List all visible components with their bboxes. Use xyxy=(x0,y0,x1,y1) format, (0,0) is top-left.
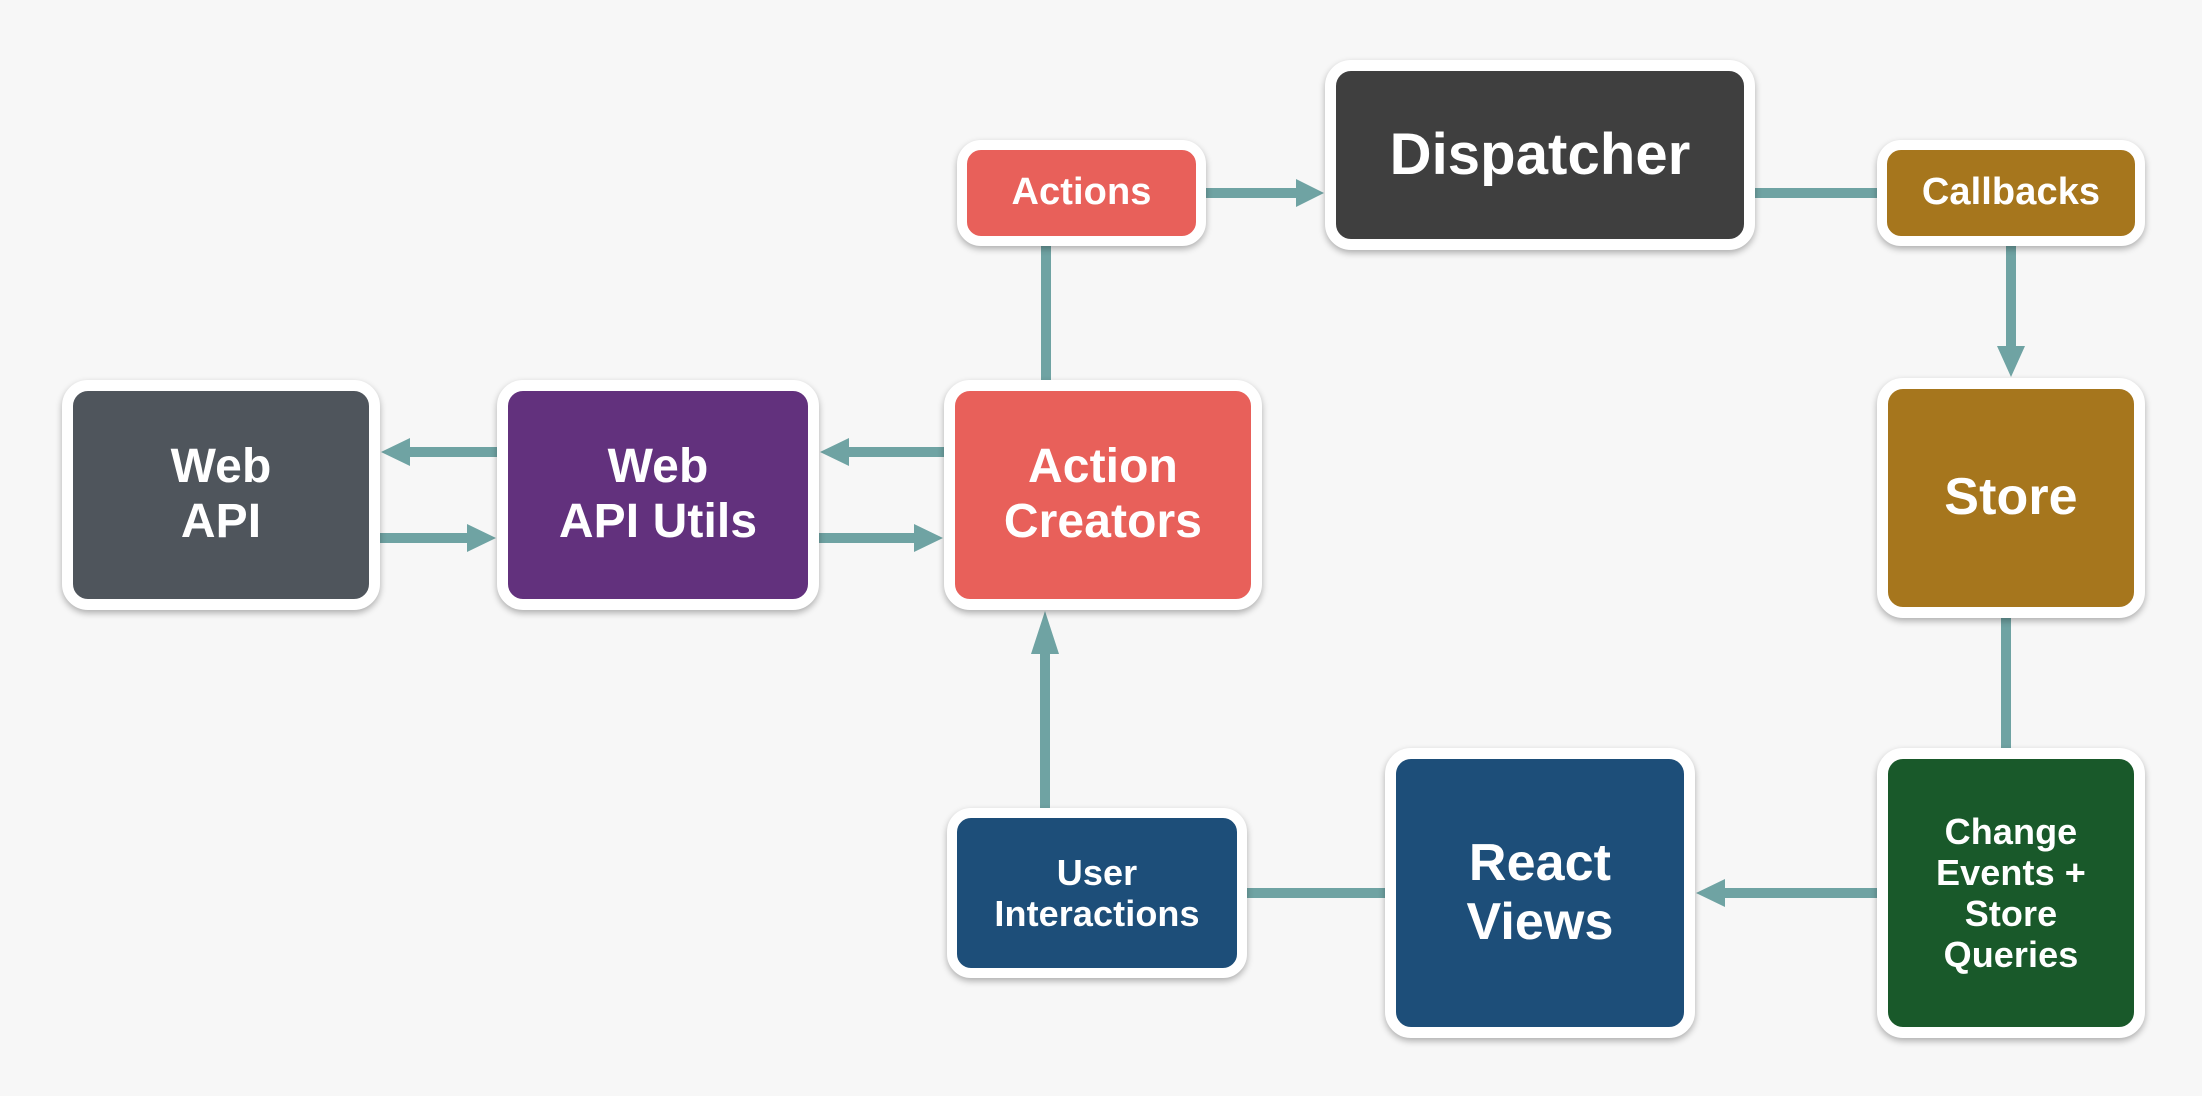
edge-web-api-utils-to-web-api xyxy=(380,437,497,467)
edge-callbacks-to-store xyxy=(1996,246,2026,378)
edge-action-creators-to-actions xyxy=(1041,246,1051,380)
node-store[interactable]: Store xyxy=(1877,378,2145,618)
node-change-events-store-queries[interactable]: Change Events + Store Queries xyxy=(1877,748,2145,1038)
edge-store-to-change-events xyxy=(2001,618,2011,748)
node-action-creators[interactable]: Action Creators xyxy=(944,380,1262,610)
node-web-api-utils[interactable]: Web API Utils xyxy=(497,380,819,610)
node-react-views[interactable]: React Views xyxy=(1385,748,1695,1038)
node-user-interactions[interactable]: User Interactions xyxy=(947,808,1247,978)
node-web-api[interactable]: Web API xyxy=(62,380,380,610)
edge-dispatcher-to-callbacks xyxy=(1755,188,1877,198)
edge-actions-to-dispatcher xyxy=(1206,178,1325,208)
edge-web-api-to-web-api-utils xyxy=(380,523,497,553)
node-dispatcher[interactable]: Dispatcher xyxy=(1325,60,1755,250)
edge-change-events-to-react-views xyxy=(1695,878,1877,908)
node-actions[interactable]: Actions xyxy=(957,140,1206,246)
edge-action-creators-to-web-api-utils xyxy=(819,437,944,467)
edge-react-views-to-user-interactions xyxy=(1247,888,1385,898)
edge-user-interactions-to-action-creators xyxy=(1030,610,1060,810)
edge-web-api-utils-to-action-creators xyxy=(819,523,944,553)
node-callbacks[interactable]: Callbacks xyxy=(1877,140,2145,246)
